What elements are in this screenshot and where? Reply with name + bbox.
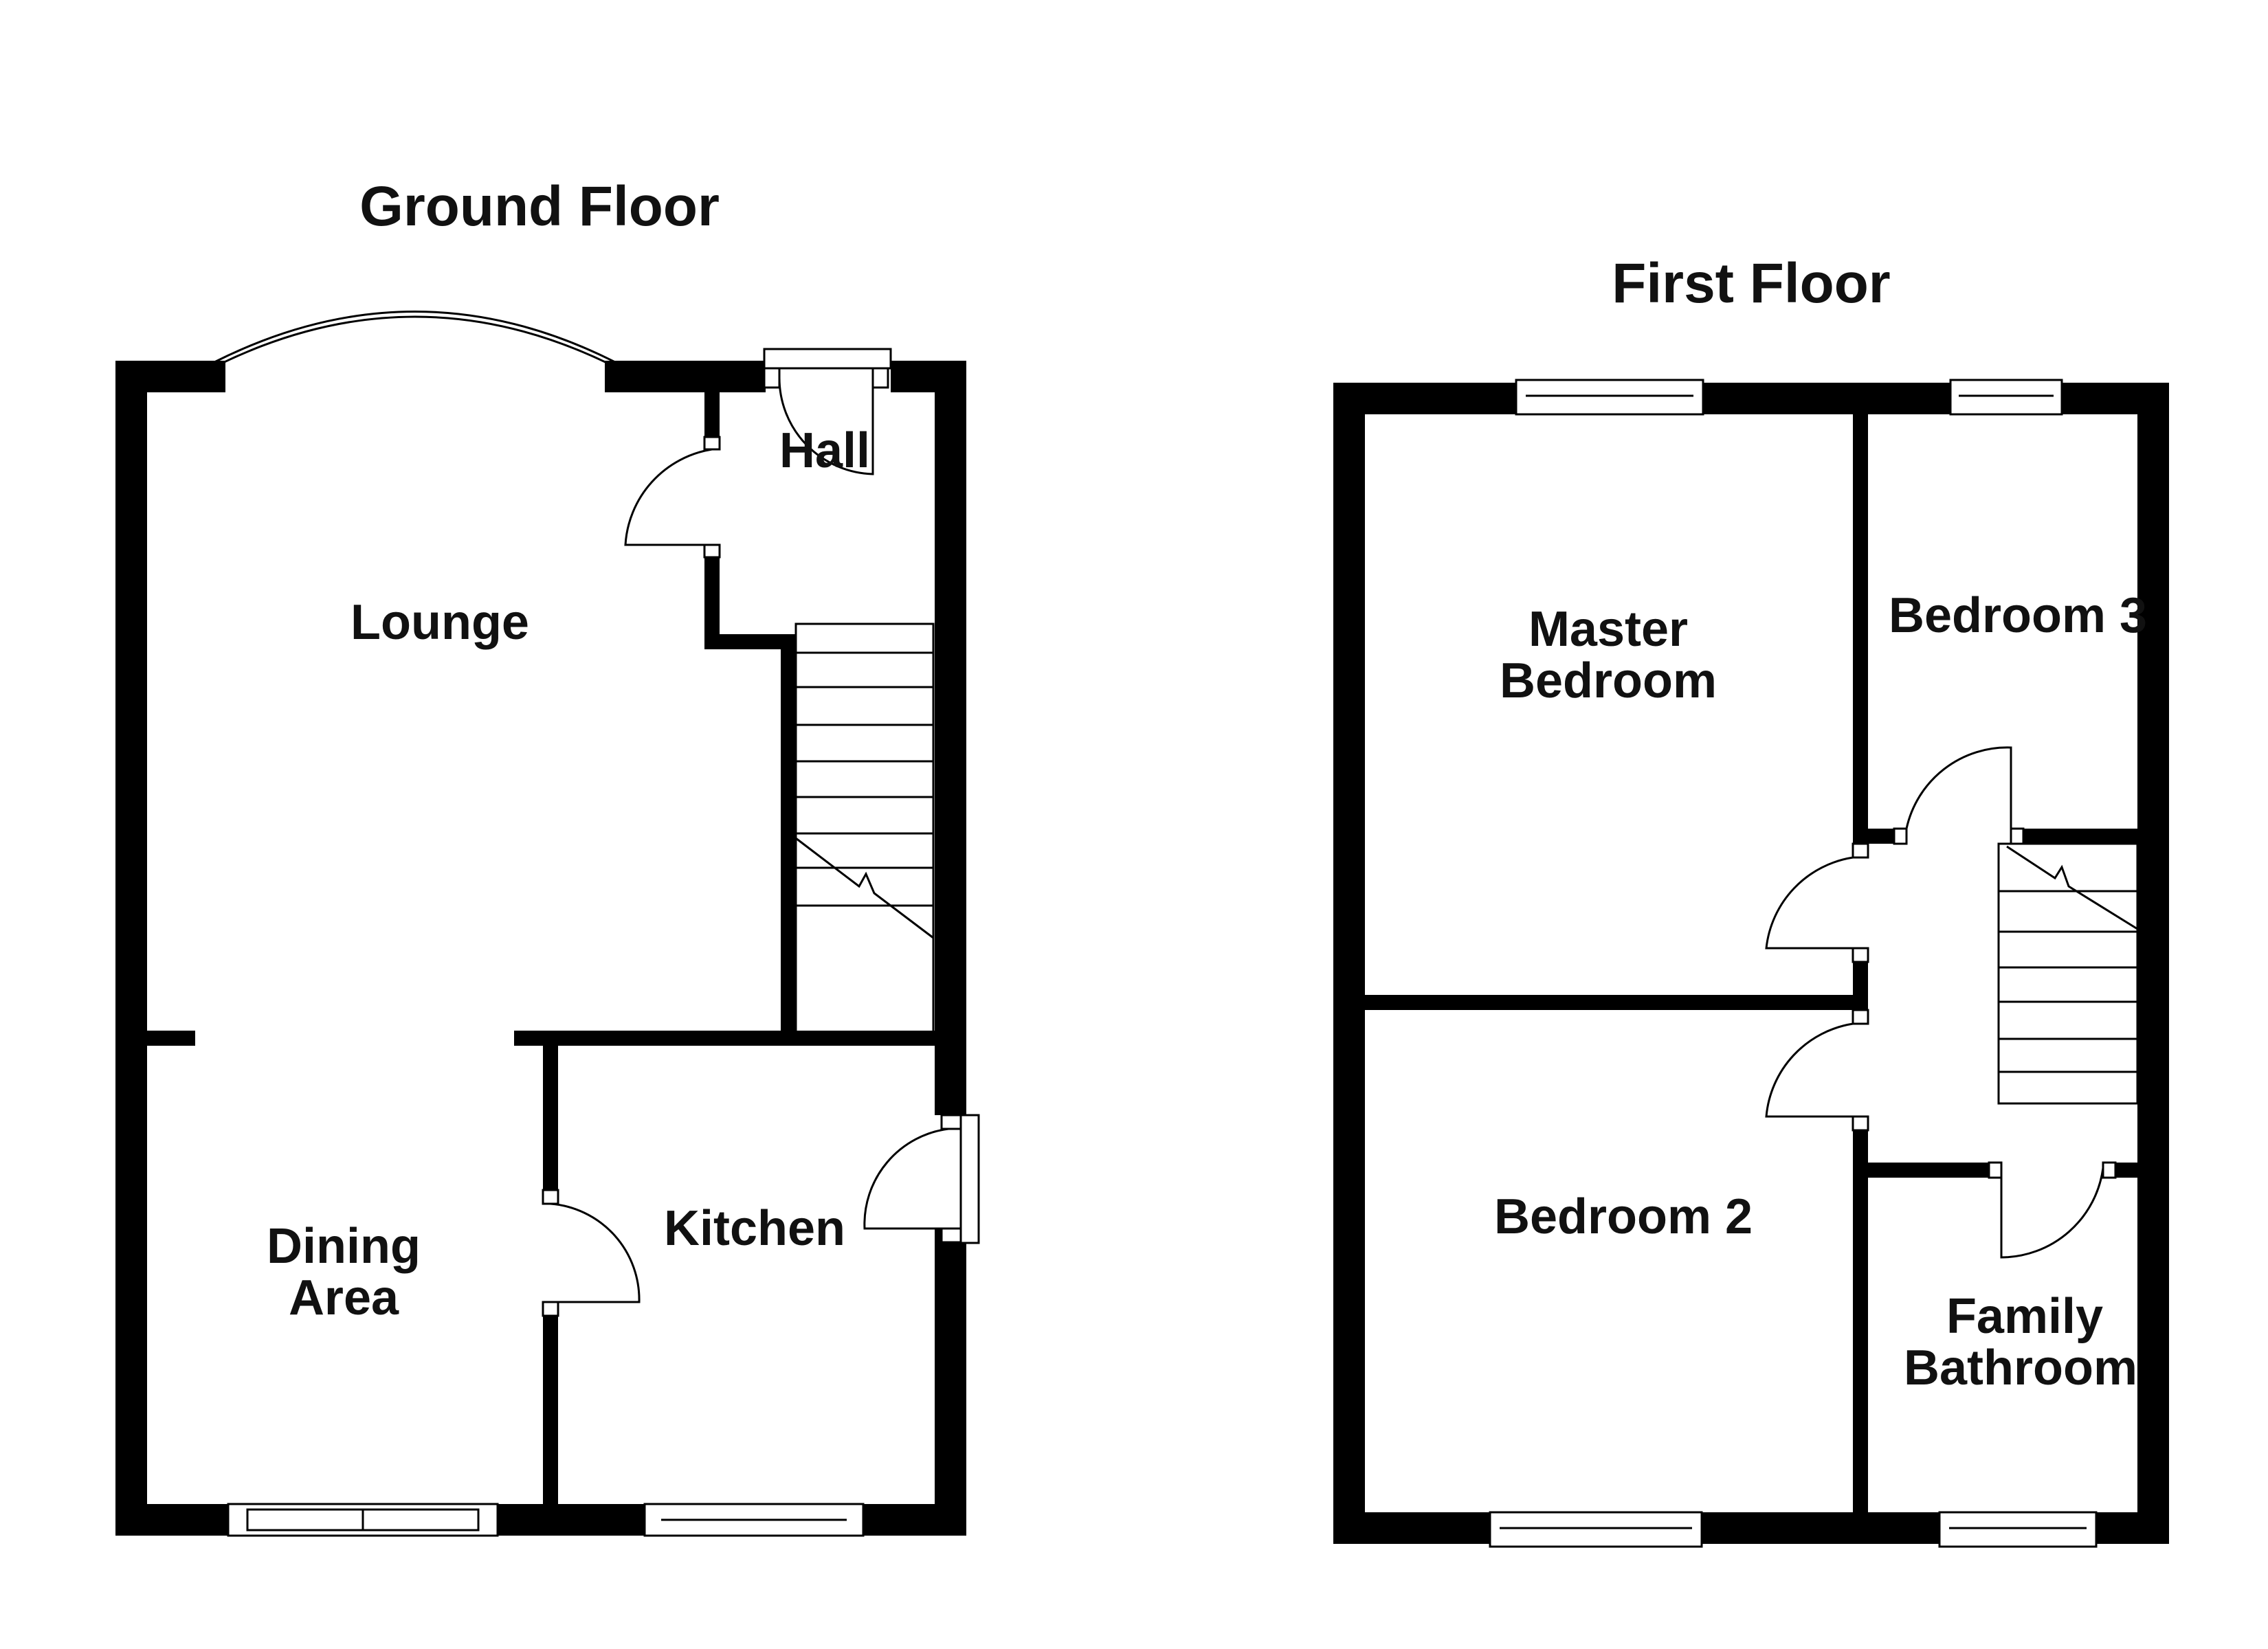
ground-staircase [794,622,935,1034]
ground-wall-right-lower [935,1229,966,1536]
master-bedroom-window [1515,379,1704,416]
bathroom-window [1938,1511,2098,1548]
first-wall-left [1333,383,1365,1544]
kitchen-back-door-jamb-bottom [940,1227,962,1244]
bathroom-wall-left [1853,1130,1868,1512]
hall-door-jamb-bottom [703,543,721,559]
dining-label-line2: Area [289,1270,399,1325]
ground-stair-direction [795,837,934,939]
first-floor-plan: First Floor Master Bedroom Bedroom 3 Bed… [1333,252,2169,1548]
ground-wall-top-right [891,361,966,392]
kitchen-wall-top [514,1031,935,1046]
first-wall-top-right [2062,383,2169,414]
first-wall-bottom-right [2096,1512,2169,1544]
hall-wall-horizontal [704,634,794,649]
bedroom3-wall-bottom-left [1868,829,1894,844]
first-wall-bottom-left [1333,1512,1490,1544]
bathroom-wall-top-right [2115,1163,2137,1178]
bedroom3-label: Bedroom 3 [1889,588,2147,643]
hall-wall-stub [704,392,720,447]
bedroom3-wall-left [1853,414,1868,844]
kitchen-door-jamb-bottom [542,1301,559,1317]
ground-floor-plan: Ground Floor Lounge Hall Dining Area Kit… [115,175,980,1537]
master-bedroom-label-line1: Master [1528,602,1688,657]
front-door-swing [778,377,874,475]
kitchen-back-door-frame [959,1114,980,1244]
lounge-door-swing [624,448,713,546]
master-bedroom-wall-bottom [1365,995,1853,1010]
dining-wall-stub-left [147,1031,195,1046]
kitchen-label: Kitchen [664,1201,845,1256]
lounge-bay-window [214,311,616,363]
bathroom-wall-top-left [1868,1163,1989,1178]
front-door-frame [763,348,892,370]
hall-label: Hall [779,423,870,478]
landing-wall-left-mid [1853,962,1868,1010]
bedroom2-door-jamb-bottom [1852,1115,1869,1132]
kitchen-wall-left-lower [543,1314,558,1504]
first-wall-top-mid [1703,383,1950,414]
ground-wall-top-mid [605,361,766,392]
bedroom3-window [1949,379,2063,416]
master-door-jamb [1852,947,1869,963]
stair-wall-left [781,634,796,1033]
master-door-swing [1765,856,1854,950]
bathroom-label-line1: Family [1946,1289,2103,1344]
ground-floor-title: Ground Floor [359,175,720,238]
first-staircase [1997,842,2139,1105]
first-wall-right [2137,383,2169,1544]
lounge-bay-window-inner [219,315,610,366]
bedroom2-window [1489,1511,1703,1548]
hall-door-jamb-top [703,436,721,451]
bedroom2-door-jamb-top [1852,1009,1869,1025]
front-door-jamb-left [763,367,781,389]
first-wall-top-left [1333,383,1516,414]
bedroom2-door-swing [1765,1022,1854,1118]
dining-label-line1: Dining [267,1219,421,1274]
bedroom3-door-swing [1905,746,2012,829]
master-bedroom-label-line2: Bedroom [1500,653,1717,708]
hall-wall-lower [704,557,720,649]
ground-wall-right-upper [935,361,966,1115]
lounge-label: Lounge [351,595,529,650]
bathroom-door-swing [2000,1167,2104,1259]
kitchen-back-door-jamb-top [940,1114,962,1130]
ground-wall-bottom-mid [498,1504,645,1536]
front-door-jamb-right [871,367,889,389]
kitchen-back-door-swing [863,1128,949,1230]
bedroom2-label: Bedroom 2 [1494,1189,1753,1244]
kitchen-door-jamb-top [542,1189,559,1205]
first-wall-bottom-mid [1702,1512,1939,1544]
ground-wall-top-left [115,361,225,392]
ground-wall-bottom-left [115,1504,228,1536]
bedroom3-wall-bottom-right [2023,829,2137,844]
kitchen-door-swing [550,1202,641,1303]
first-stair-direction [2006,845,2138,930]
first-floor-title: First Floor [1612,252,1890,315]
kitchen-wall-left-upper [543,1046,558,1190]
bathroom-label-line2: Bathroom [1904,1340,2137,1395]
ground-wall-left [115,361,147,1536]
